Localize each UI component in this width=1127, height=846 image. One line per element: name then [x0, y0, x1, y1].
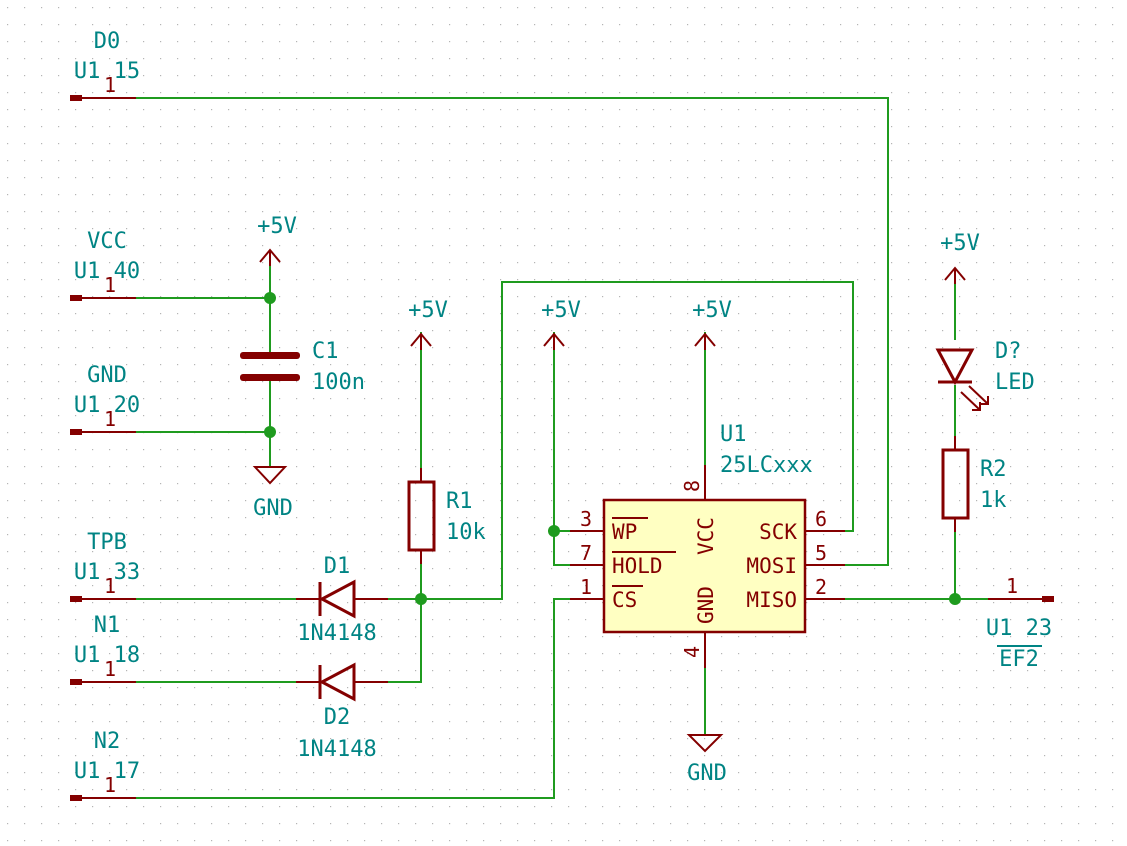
pin-name: VCC [694, 517, 718, 555]
component-value: 1k [980, 488, 1007, 513]
connector-n2: 1 N2 U1 17 [70, 729, 140, 801]
connector-ref-label: U1 17 [74, 759, 140, 784]
pin-name: GND [694, 586, 718, 624]
wire-d1-sck [388, 281, 854, 600]
diode-d2: D2 1N4148 [296, 662, 388, 762]
component-ref: D? [995, 339, 1022, 364]
component-ref: U1 [720, 422, 747, 447]
gnd-symbol-u1: GND [686, 734, 727, 786]
connector-tpb: 1 TPB U1 33 [70, 530, 140, 602]
connector-ref-label: U1 20 [74, 393, 140, 418]
ic-u1: U1 25LCxxx 3 7 1 6 5 2 8 4 WP HOLD CS SC… [570, 422, 845, 668]
wire-d0-mosi [136, 97, 889, 566]
connector-ref-label: U1 40 [74, 259, 140, 284]
component-ref: R1 [446, 489, 473, 514]
resistor-r2: R2 1k [941, 436, 1007, 532]
power-label: +5V [692, 298, 732, 323]
pin-name: WP [612, 520, 637, 544]
component-ref: C1 [312, 339, 339, 364]
pin-number: 6 [815, 507, 827, 531]
pin-number: 3 [580, 507, 592, 531]
connector-n1: 1 N1 U1 18 [70, 613, 140, 685]
gnd-label: GND [687, 761, 727, 786]
power-5v-wp: +5V [541, 298, 581, 350]
connector-vcc: 1 VCC U1 40 [70, 229, 140, 301]
connector-net-label: N2 [94, 729, 121, 754]
connector-pin-number: 1 [104, 657, 116, 681]
connector-pin-number: 1 [104, 73, 116, 97]
pin-number: 2 [815, 575, 827, 599]
connector-net-label: GND [87, 363, 127, 388]
component-value: 1N4148 [297, 621, 376, 646]
junction-dot [548, 525, 560, 537]
connector-ref-label: U1 23 [986, 616, 1052, 641]
gnd-label: GND [253, 496, 293, 521]
power-5v-c1: +5V [257, 214, 297, 266]
junction-dot [264, 426, 276, 438]
connector-net-label: D0 [94, 29, 121, 54]
connector-net-label: VCC [87, 229, 127, 254]
connector-pin-number: 1 [104, 773, 116, 797]
component-value: 10k [446, 520, 486, 545]
connector-gnd: 1 GND U1 20 [70, 363, 140, 435]
power-label: +5V [940, 231, 980, 256]
wire-n2-cs [136, 598, 570, 799]
component-value: LED [995, 370, 1035, 395]
connector-net-label: EF2 [999, 647, 1039, 672]
power-label: +5V [257, 214, 297, 239]
power-5v-led: +5V [940, 231, 980, 284]
component-value: 1N4148 [297, 737, 376, 762]
diode-d1: D1 1N4148 [296, 554, 388, 646]
wires [136, 97, 1015, 799]
connector-pin-number: 1 [104, 574, 116, 598]
component-value: 100n [312, 370, 365, 395]
connector-ef2: 1 U1 23 EF2 [986, 574, 1054, 672]
connector-d0: 1 D0 U1 15 [70, 29, 140, 101]
pin-number: 1 [580, 575, 592, 599]
pin-number: 5 [815, 541, 827, 565]
component-ref: R2 [980, 457, 1007, 482]
connector-net-label: N1 [94, 613, 121, 638]
pin-name: MOSI [746, 554, 797, 578]
pin-number: 7 [580, 541, 592, 565]
connector-pin-number: 1 [104, 407, 116, 431]
junction-dot [949, 593, 961, 605]
pin-number: 4 [680, 646, 704, 658]
led-d: D? LED [935, 339, 1035, 411]
pin-name: CS [612, 588, 637, 612]
ic-body [602, 498, 807, 634]
power-label: +5V [408, 298, 448, 323]
junctions [264, 292, 961, 605]
pin-name: HOLD [612, 554, 663, 578]
pin-name: MISO [746, 588, 797, 612]
connector-pin-number: 1 [104, 273, 116, 297]
power-label: +5V [541, 298, 581, 323]
power-5v-vcc: +5V [692, 298, 732, 350]
power-5v-r1: +5V [408, 298, 448, 350]
wire-wp-hold [553, 332, 570, 566]
connector-ref-label: U1 15 [74, 59, 140, 84]
gnd-symbol-c1: GND [252, 466, 293, 521]
pin-name: SCK [759, 520, 797, 544]
component-value: 25LCxxx [720, 453, 813, 478]
junction-dot [264, 292, 276, 304]
component-ref: D2 [324, 705, 351, 730]
junction-dot [415, 593, 427, 605]
resistor-r1: R1 10k [407, 468, 486, 564]
component-ref: D1 [324, 554, 351, 579]
connector-ref-label: U1 33 [74, 560, 140, 585]
connector-pin-number: 1 [1006, 574, 1018, 598]
connector-net-label: TPB [87, 530, 127, 555]
capacitor-c1: C1 100n [240, 339, 365, 395]
pin-number: 8 [680, 480, 704, 492]
connector-ref-label: U1 18 [74, 643, 140, 668]
